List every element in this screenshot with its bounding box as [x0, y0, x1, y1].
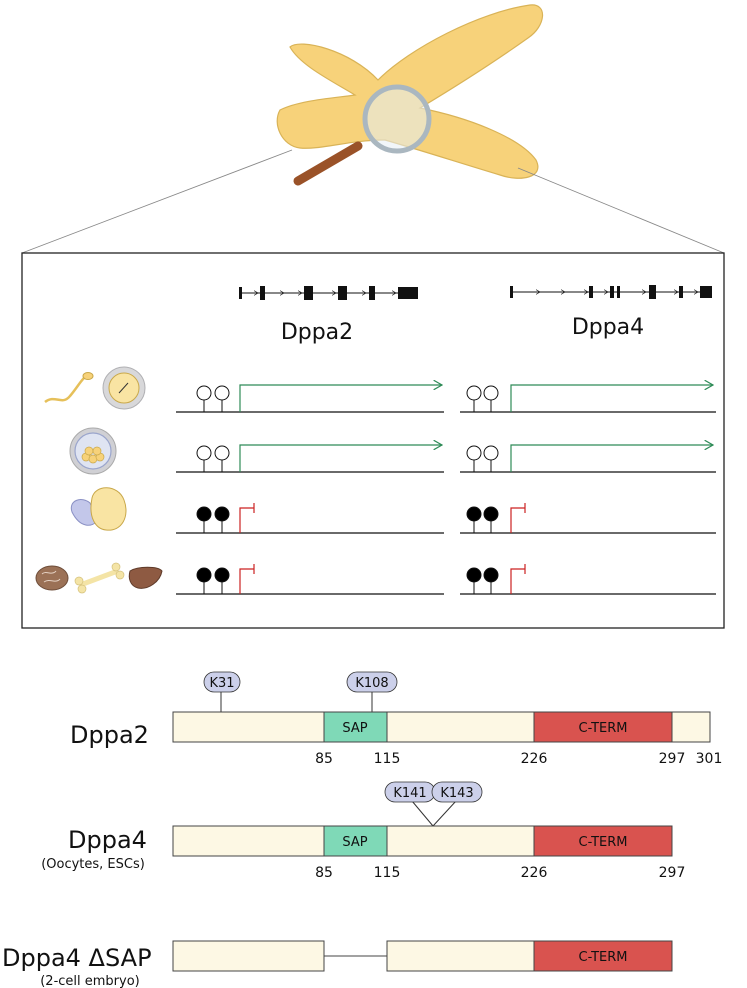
brain-icon [35, 565, 69, 591]
promoter-row [176, 564, 716, 595]
gene-label-dppa4: Dppa4 [572, 315, 644, 340]
active-transcription-arrow [510, 385, 713, 412]
site-label: K143 [440, 786, 473, 801]
domain-label: SAP [342, 835, 367, 850]
protein-dppa4: Dppa4 (Oocytes, ESCs) K141 K143 SAP C-TE… [41, 781, 686, 881]
methylated-cpg [466, 506, 482, 522]
active-transcription-arrow [510, 445, 713, 472]
tick-label: 85 [315, 751, 333, 767]
promoter-rows [176, 385, 716, 595]
domain-label: SAP [342, 721, 367, 736]
methylated-cpg [214, 567, 230, 583]
tick-label: 226 [521, 751, 548, 767]
protein-dppa4-dsap: Dppa4 ΔSAP (2-cell embryo) C-TERM [2, 940, 673, 988]
repressed-promoter [510, 503, 526, 533]
methylated-cpg [483, 506, 499, 522]
c-term-domain [533, 825, 673, 857]
tick-label: 297 [659, 751, 686, 767]
unmethylated-cpg [466, 385, 482, 401]
active-transcription-arrow [239, 385, 442, 412]
promoter-panel [21, 252, 725, 629]
tick-label: 115 [374, 865, 401, 881]
unmethylated-cpg [196, 445, 212, 461]
liver-icon [128, 566, 163, 589]
site-label: K31 [209, 676, 234, 691]
gamete-icons [44, 366, 146, 410]
unmethylated-cpg [483, 445, 499, 461]
site-badge [431, 781, 483, 803]
gene-model-dppa2 [239, 286, 418, 300]
unmethylated-cpg [214, 385, 230, 401]
blastocyst-icon [69, 427, 117, 475]
sperm-head-icon [82, 372, 94, 380]
bone-icon [74, 562, 125, 594]
domain-label: C-TERM [579, 835, 628, 850]
methylated-cpg [466, 567, 482, 583]
promoter-row [176, 385, 716, 413]
protein-bar-n-term [172, 940, 325, 972]
repressed-promoter [239, 503, 255, 533]
methylated-cpg [196, 506, 212, 522]
protein-sublabel-dppa4: (Oocytes, ESCs) [41, 857, 145, 872]
zoom-line-right [517, 167, 725, 254]
tick-label: 85 [315, 865, 333, 881]
protein-label-dppa4: Dppa4 [68, 826, 147, 854]
tick-label: 301 [696, 751, 723, 767]
gene-model-dppa4 [510, 285, 712, 299]
gene-label-dppa2: Dppa2 [281, 320, 353, 345]
domain-label: C-TERM [579, 950, 628, 965]
unmethylated-cpg [483, 385, 499, 401]
active-transcription-arrow [239, 445, 442, 472]
unmethylated-cpg [214, 445, 230, 461]
unmethylated-cpg [466, 445, 482, 461]
promoter-row [176, 503, 716, 534]
repressed-promoter [239, 564, 255, 594]
unmethylated-cpg [196, 385, 212, 401]
chromosome-illustration [276, 4, 544, 186]
domain-label: C-TERM [579, 721, 628, 736]
repressed-promoter [510, 564, 526, 594]
sap-domain [323, 825, 388, 857]
c-term-domain [533, 711, 673, 743]
sperm-icon [44, 377, 85, 404]
magnifier-lens [362, 84, 432, 154]
protein-label-dppa2: Dppa2 [70, 721, 149, 749]
methylated-cpg [483, 567, 499, 583]
site-badge [203, 671, 241, 693]
sap-domain [323, 711, 388, 743]
tick-label: 226 [521, 865, 548, 881]
magnifier-handle [293, 141, 363, 186]
site-label: K141 [393, 786, 426, 801]
protein-dppa2: Dppa2 K31 K108 SAP C-TERM 85 115 226 297… [70, 671, 723, 767]
c-term-domain [533, 940, 673, 972]
site-badge [346, 671, 398, 693]
protein-sublabel-dppa4-dsap: (2-cell embryo) [40, 974, 140, 988]
methylated-cpg [214, 506, 230, 522]
adult-tissue-icons [35, 562, 163, 594]
zoom-line-left [21, 149, 293, 254]
protein-label-dppa4-dsap: Dppa4 ΔSAP [2, 944, 152, 972]
protein-bar-c-part [386, 940, 535, 972]
site-label: K108 [355, 676, 388, 691]
promoter-row [176, 445, 716, 473]
tick-label: 115 [374, 751, 401, 767]
embryo-icon [70, 487, 127, 531]
methylated-cpg [196, 567, 212, 583]
tick-label: 297 [659, 865, 686, 881]
